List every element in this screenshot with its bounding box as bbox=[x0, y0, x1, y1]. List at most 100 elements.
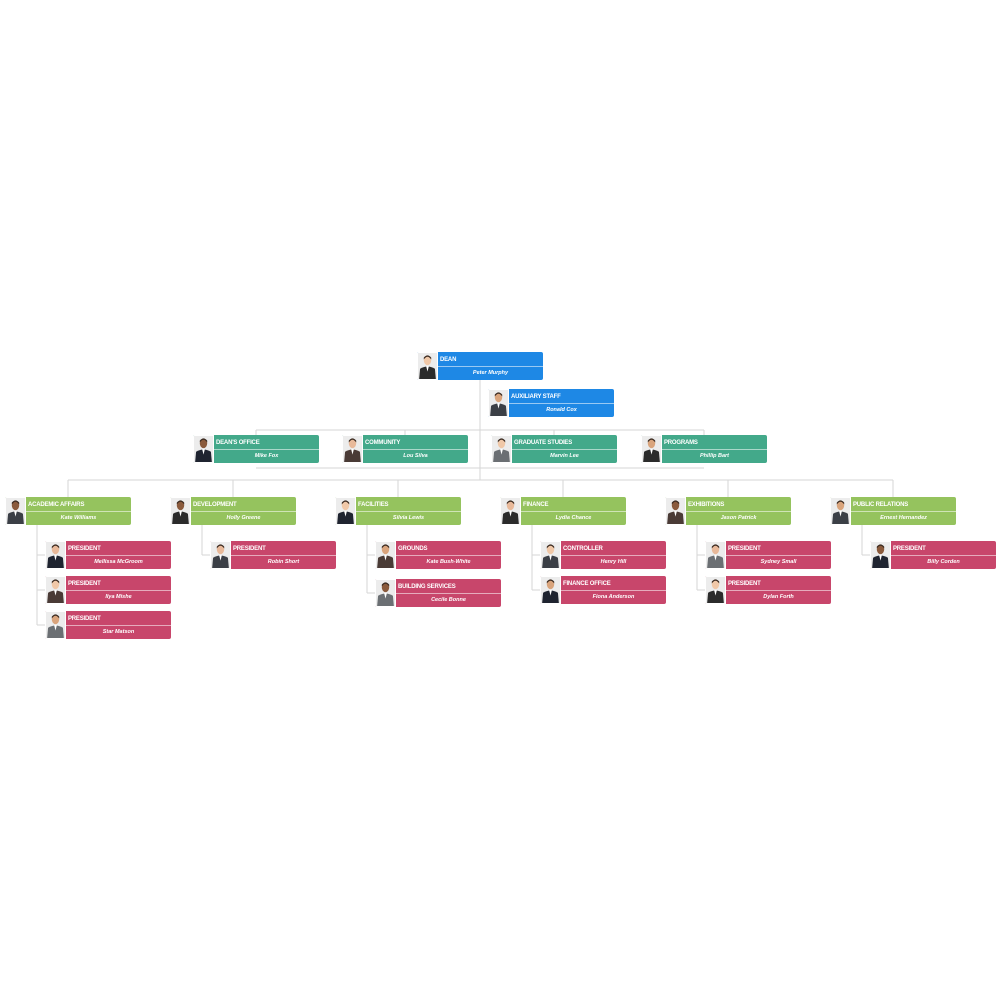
node-title: PRESIDENT bbox=[233, 546, 266, 552]
person-photo-icon bbox=[871, 542, 890, 568]
org-node-finance[interactable]: FINANCE Lydia Chance bbox=[500, 497, 626, 525]
org-node-controller[interactable]: CONTROLLER Henry Hill bbox=[540, 541, 666, 569]
node-divider bbox=[356, 511, 461, 512]
org-node-dev-president-1[interactable]: PRESIDENT Robin Short bbox=[210, 541, 336, 569]
person-photo-icon bbox=[376, 580, 395, 606]
node-divider bbox=[891, 555, 996, 556]
avatar bbox=[45, 611, 66, 639]
person-photo-icon bbox=[336, 498, 355, 524]
node-divider bbox=[521, 511, 626, 512]
node-divider bbox=[66, 555, 171, 556]
node-title: DEAN'S OFFICE bbox=[216, 440, 260, 446]
person-photo-icon bbox=[706, 542, 725, 568]
node-person-name: Robin Short bbox=[267, 559, 300, 565]
node-title: PUBLIC RELATIONS bbox=[853, 502, 909, 508]
node-person-name: Ernest Hernandez bbox=[880, 515, 927, 521]
node-title: FINANCE bbox=[523, 502, 549, 508]
node-divider bbox=[726, 555, 831, 556]
node-person-name: Ilya Mishe bbox=[105, 594, 132, 600]
node-title: FINANCE OFFICE bbox=[563, 581, 611, 587]
person-photo-icon bbox=[194, 436, 213, 462]
node-title: PRESIDENT bbox=[893, 546, 926, 552]
node-person-name: Mellissa McGroom bbox=[94, 559, 143, 565]
node-person-name: Ronald Cox bbox=[546, 407, 577, 413]
node-person-name: Billy Corden bbox=[927, 559, 960, 565]
avatar bbox=[491, 435, 512, 463]
node-person-name: Phillip Bart bbox=[699, 453, 730, 459]
avatar bbox=[335, 497, 356, 525]
avatar bbox=[705, 576, 726, 604]
person-photo-icon bbox=[46, 612, 65, 638]
node-title: CONTROLLER bbox=[563, 546, 603, 552]
node-title: EXHIBITIONS bbox=[688, 502, 725, 508]
node-title: PRESIDENT bbox=[728, 581, 761, 587]
node-divider bbox=[231, 555, 336, 556]
node-person-name: Jason Patrick bbox=[720, 515, 757, 521]
person-photo-icon bbox=[706, 577, 725, 603]
org-node-aa-president-1[interactable]: PRESIDENT Mellissa McGroom bbox=[45, 541, 171, 569]
person-photo-icon bbox=[492, 436, 511, 462]
node-divider bbox=[509, 403, 614, 404]
avatar bbox=[705, 541, 726, 569]
node-person-name: Lydia Chance bbox=[555, 515, 592, 521]
node-person-name: Peter Murphy bbox=[472, 370, 509, 376]
person-photo-icon bbox=[831, 498, 850, 524]
person-photo-icon bbox=[46, 577, 65, 603]
avatar bbox=[830, 497, 851, 525]
person-photo-icon bbox=[46, 542, 65, 568]
node-person-name: Sydney Small bbox=[760, 559, 797, 565]
org-node-programs[interactable]: PROGRAMS Phillip Bart bbox=[641, 435, 767, 463]
person-photo-icon bbox=[489, 390, 508, 416]
node-person-name: Cecile Bonne bbox=[431, 597, 466, 603]
avatar bbox=[540, 541, 561, 569]
org-node-exhibitions[interactable]: EXHIBITIONS Jason Patrick bbox=[665, 497, 791, 525]
person-photo-icon bbox=[501, 498, 520, 524]
node-person-name: Dylan Forth bbox=[763, 594, 794, 600]
avatar bbox=[193, 435, 214, 463]
node-divider bbox=[561, 590, 666, 591]
avatar bbox=[45, 576, 66, 604]
node-divider bbox=[851, 511, 956, 512]
node-title: AUXILIARY STAFF bbox=[511, 394, 561, 400]
node-divider bbox=[396, 593, 501, 594]
node-divider bbox=[686, 511, 791, 512]
node-title: ACADEMIC AFFAIRS bbox=[28, 502, 85, 508]
node-title: PRESIDENT bbox=[68, 546, 101, 552]
org-node-pr-president-1[interactable]: PRESIDENT Billy Corden bbox=[870, 541, 996, 569]
avatar bbox=[665, 497, 686, 525]
org-node-academic-affairs[interactable]: ACADEMIC AFFAIRS Kate Williams bbox=[5, 497, 131, 525]
avatar bbox=[375, 541, 396, 569]
avatar bbox=[342, 435, 363, 463]
node-person-name: Kate Williams bbox=[60, 515, 97, 521]
avatar bbox=[5, 497, 26, 525]
node-title: DEVELOPMENT bbox=[193, 502, 237, 508]
person-photo-icon bbox=[171, 498, 190, 524]
org-node-auxiliary-staff[interactable]: AUXILIARY STAFF Ronald Cox bbox=[488, 389, 614, 417]
node-divider bbox=[214, 449, 319, 450]
org-node-ex-president-2[interactable]: PRESIDENT Dylan Forth bbox=[705, 576, 831, 604]
node-person-name: Henry Hill bbox=[600, 559, 627, 565]
node-divider bbox=[66, 625, 171, 626]
avatar bbox=[500, 497, 521, 525]
person-photo-icon bbox=[541, 542, 560, 568]
org-node-public-relations[interactable]: PUBLIC RELATIONS Ernest Hernandez bbox=[830, 497, 956, 525]
avatar bbox=[540, 576, 561, 604]
node-title: PROGRAMS bbox=[664, 440, 698, 446]
avatar bbox=[170, 497, 191, 525]
person-photo-icon bbox=[6, 498, 25, 524]
node-person-name: Lou Silva bbox=[403, 453, 428, 459]
node-person-name: Marvin Lee bbox=[550, 453, 579, 459]
